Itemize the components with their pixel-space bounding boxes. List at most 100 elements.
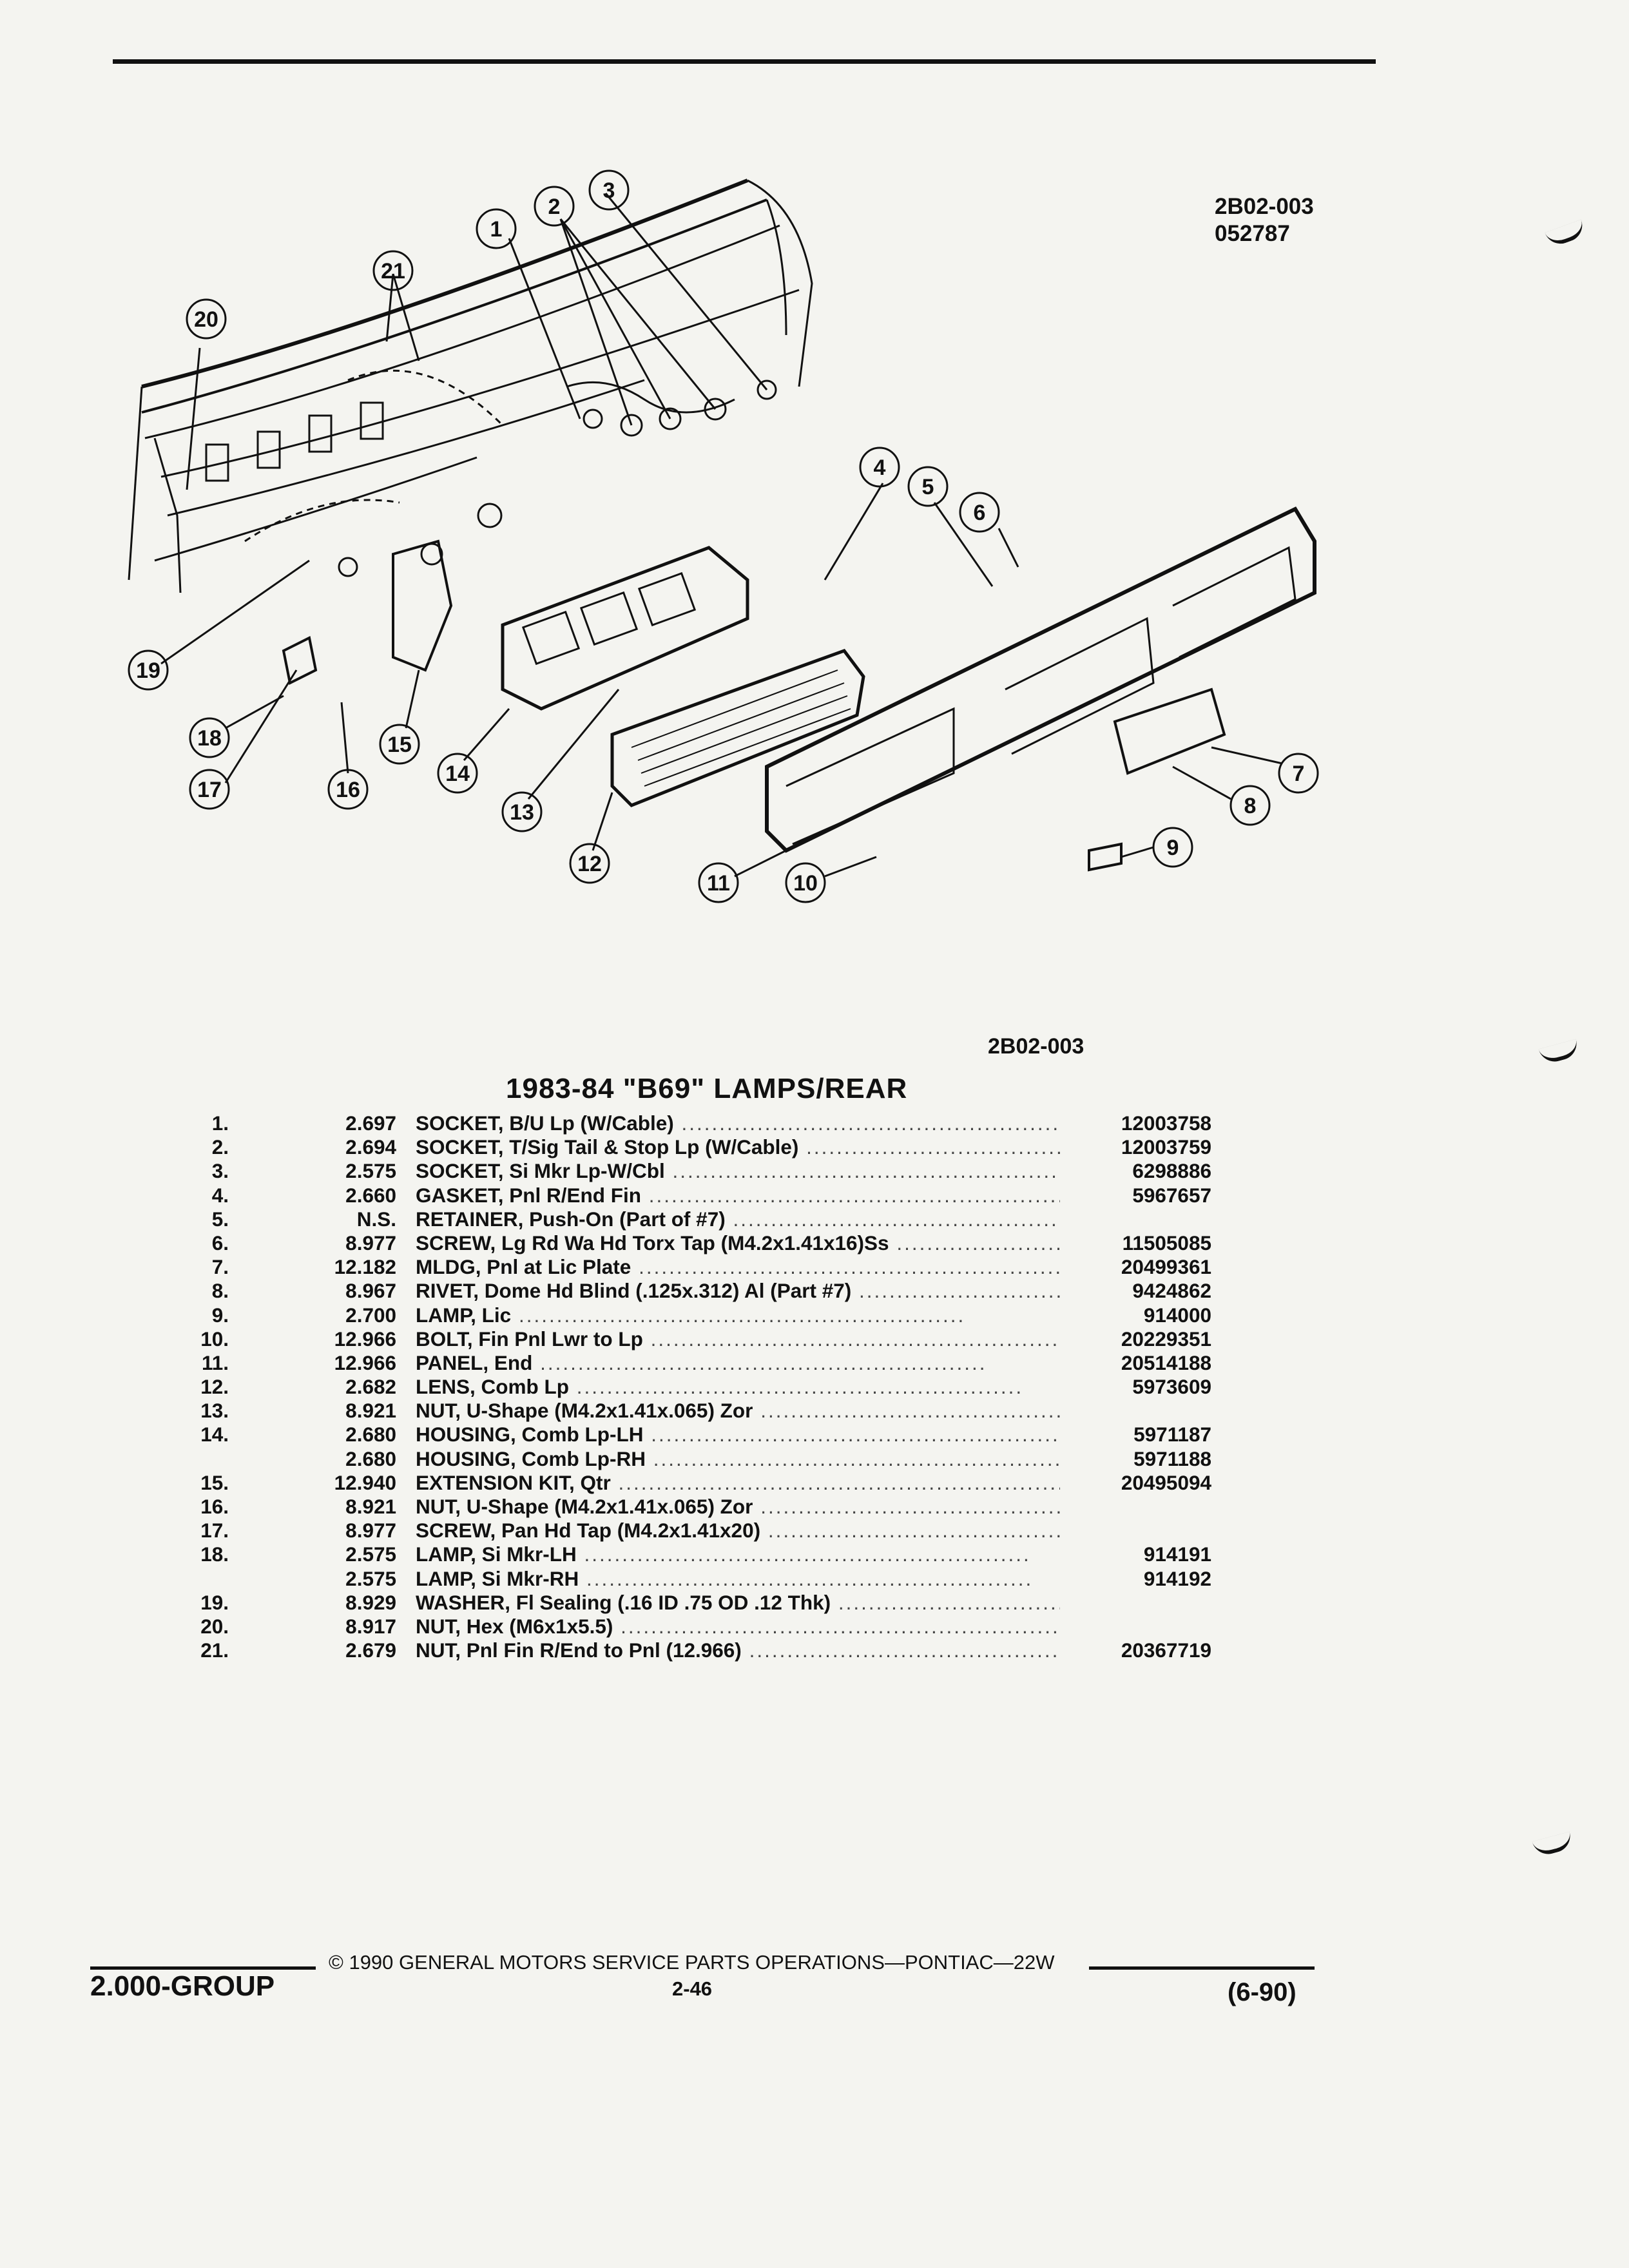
part-description: RIVET, Dome Hd Blind (.125x.312) Al (Par… [416, 1279, 852, 1303]
ref-number: 17. [200, 1519, 229, 1542]
group-number: 2.575 [345, 1566, 396, 1590]
part-description: SCREW, Lg Rd Wa Hd Torx Tap (M4.2x1.41x1… [416, 1231, 889, 1254]
ref-number: 20. [200, 1614, 229, 1638]
part-description: NUT, U-Shape (M4.2x1.41x.065) Zor [416, 1495, 753, 1518]
group-number: 2.697 [345, 1111, 396, 1135]
part-description: PANEL, End [416, 1350, 533, 1374]
part-number: 5971187 [1133, 1423, 1211, 1446]
ref-number: 5. [211, 1207, 229, 1231]
part-description: BOLT, Fin Pnl Lwr to Lp [416, 1327, 643, 1350]
sockets-and-cables-drawing [338, 380, 777, 577]
quarter-extension-drawing [392, 539, 453, 672]
part-number: 20514188 [1121, 1350, 1211, 1374]
part-number: 12003759 [1121, 1135, 1211, 1159]
side-marker-lamp-drawing [282, 636, 318, 685]
group-number: 8.977 [345, 1519, 396, 1542]
part-description: WASHER, Fl Sealing (.16 ID .75 OD .12 Th… [416, 1590, 831, 1614]
part-description: SOCKET, Si Mkr Lp-W/Cbl [416, 1159, 665, 1183]
group-number: 12.966 [334, 1327, 396, 1350]
svg-text:7: 7 [1293, 762, 1305, 786]
svg-text:15: 15 [387, 733, 412, 757]
footer-page-number: 2-46 [672, 1977, 713, 2000]
part-description: LAMP, Si Mkr-RH [416, 1566, 579, 1590]
binder-mark [1545, 219, 1587, 249]
svg-text:4: 4 [874, 456, 886, 480]
callout-20: 20 [186, 298, 227, 340]
part-number: 20499361 [1121, 1255, 1211, 1279]
callout-17: 17 [189, 769, 230, 810]
callout-7: 7 [1278, 753, 1319, 794]
callout-10: 10 [785, 862, 826, 903]
svg-text:14: 14 [445, 762, 470, 786]
part-description: SOCKET, T/Sig Tail & Stop Lp (W/Cable) [416, 1135, 799, 1159]
callout-15: 15 [379, 724, 420, 765]
ref-number: 8. [211, 1279, 229, 1303]
diagram-id-code: 2B02-003 [1215, 194, 1314, 219]
callout-leaders [160, 193, 1283, 878]
part-number: 11505085 [1122, 1231, 1211, 1254]
part-number: 20367719 [1121, 1639, 1211, 1662]
part-number: 20495094 [1121, 1470, 1211, 1494]
part-description: NUT, U-Shape (M4.2x1.41x.065) Zor [416, 1399, 753, 1423]
svg-text:19: 19 [136, 658, 160, 683]
ref-number: 14. [200, 1423, 229, 1446]
footer-date-code: (6-90) [1228, 1978, 1296, 2006]
svg-text:11: 11 [707, 871, 730, 896]
table-row: 8. 8.967 RIVET, Dome Hd Blind (.125x.312) … [211, 1279, 1211, 1303]
callout-2: 2 [534, 186, 575, 227]
part-number: 6298886 [1132, 1159, 1211, 1183]
lens-drawing [610, 649, 865, 807]
callout-5: 5 [907, 466, 949, 507]
svg-text:1: 1 [490, 217, 503, 242]
callout-9: 9 [1152, 827, 1193, 868]
group-number: 12.182 [334, 1255, 396, 1279]
part-number: 914192 [1143, 1566, 1211, 1590]
group-number: 8.967 [345, 1279, 396, 1303]
part-description: HOUSING, Comb Lp-RH [416, 1446, 646, 1470]
diagram-id-block: 2B02-003 052787 [1215, 193, 1314, 247]
ref-number: 3. [211, 1159, 229, 1183]
svg-text:8: 8 [1244, 794, 1257, 818]
group-number: 8.917 [345, 1614, 396, 1638]
group-number: 12.966 [334, 1350, 396, 1374]
ref-number: 21. [200, 1639, 229, 1662]
ref-number: 10. [200, 1327, 229, 1350]
end-panel-drawing [765, 506, 1316, 853]
svg-text:10: 10 [793, 871, 818, 896]
group-number: 2.660 [345, 1183, 396, 1207]
callout-16: 16 [327, 769, 369, 810]
footer-copyright: © 1990 GENERAL MOTORS SERVICE PARTS OPER… [329, 1951, 1055, 1974]
parts-list-title: 1983-84 "B69" LAMPS/REAR [506, 1073, 908, 1104]
part-description: NUT, Pnl Fin R/End to Pnl (12.966) [416, 1639, 742, 1662]
svg-text:18: 18 [197, 726, 222, 751]
ref-number: 9. [211, 1303, 229, 1327]
ref-number: 11. [201, 1350, 229, 1374]
callout-19: 19 [128, 649, 169, 691]
ref-number: 6. [211, 1231, 229, 1254]
callout-11: 11 [698, 862, 739, 903]
svg-text:9: 9 [1167, 836, 1179, 860]
part-description: LAMP, Si Mkr-LH [416, 1542, 577, 1566]
binder-mark [1538, 1039, 1581, 1066]
part-description: GASKET, Pnl R/End Fin [416, 1183, 642, 1207]
part-description: MLDG, Pnl at Lic Plate [416, 1255, 631, 1279]
license-lamp-drawing [1088, 687, 1226, 872]
svg-text:12: 12 [577, 852, 602, 876]
callout-6: 6 [959, 492, 1000, 533]
part-description: EXTENSION KIT, Qtr [416, 1470, 611, 1494]
footer-rule-left [90, 1966, 316, 1970]
callout-circles: 1 2 3 4 5 6 7 8 9 10 11 12 13 14 15 16 1… [128, 169, 1319, 903]
svg-text:21: 21 [381, 259, 405, 284]
ref-number: 15. [200, 1470, 229, 1494]
ref-number: 13. [200, 1399, 229, 1423]
